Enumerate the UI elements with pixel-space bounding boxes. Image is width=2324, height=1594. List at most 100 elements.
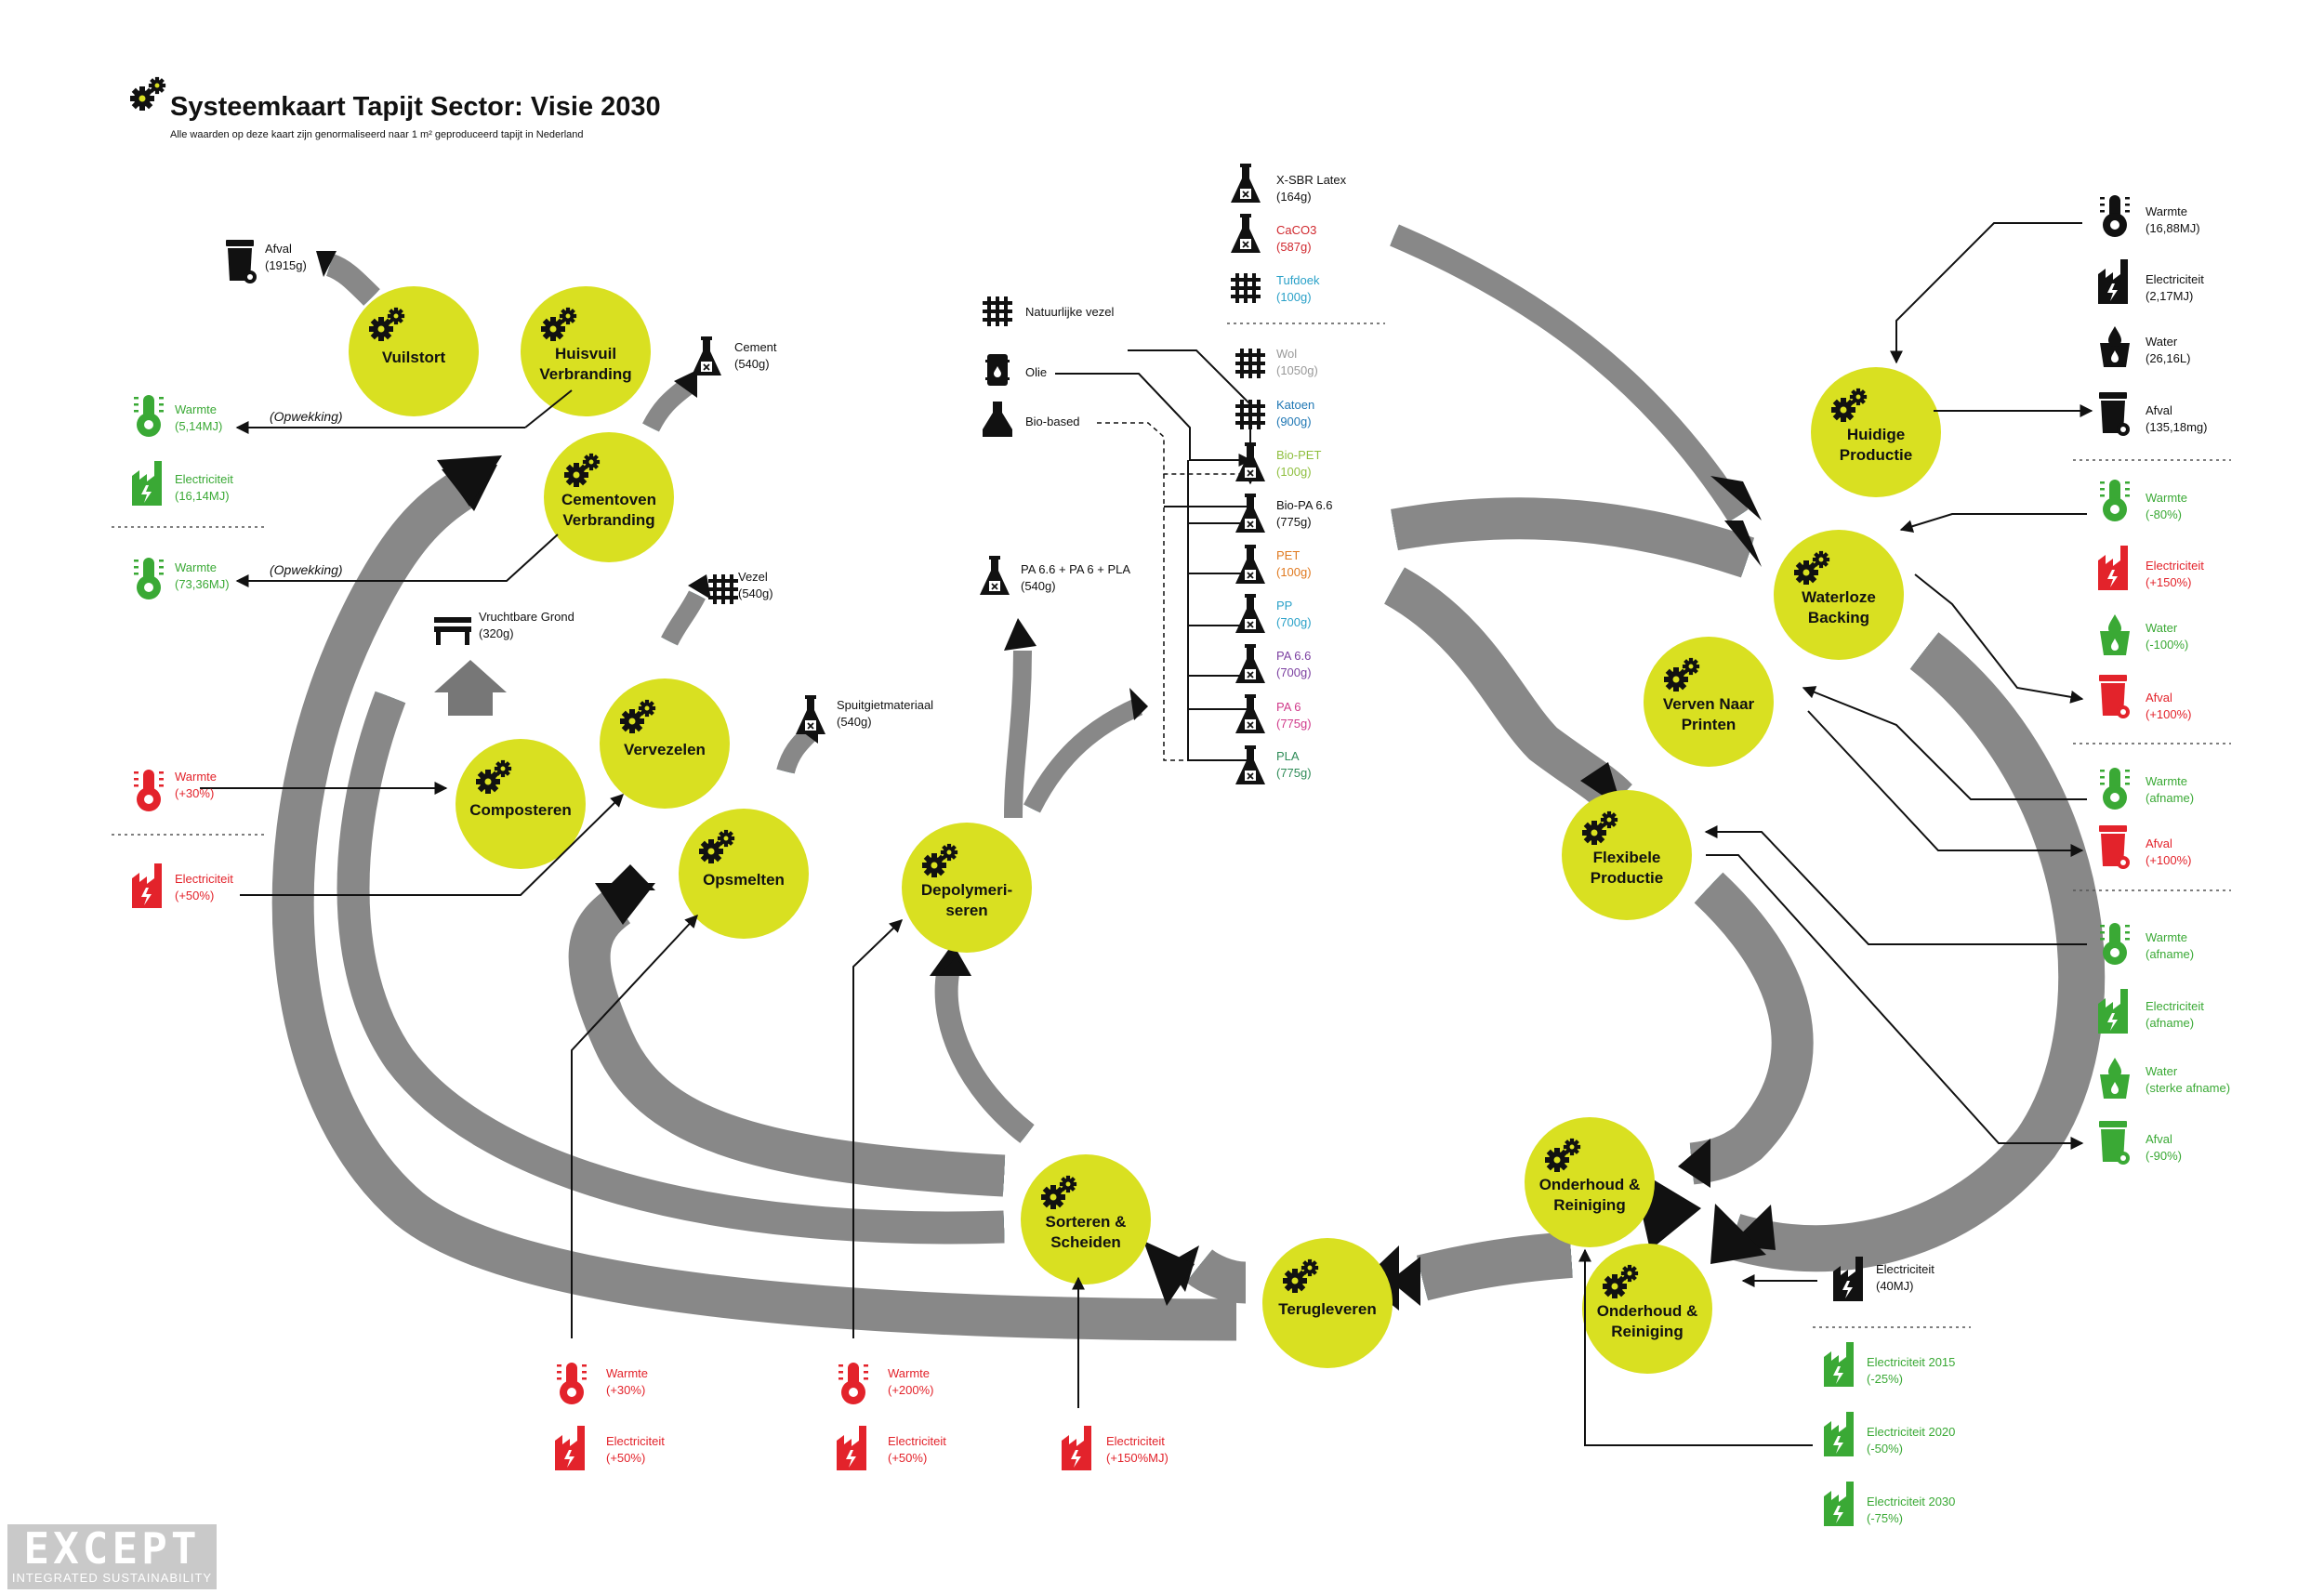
fiber-grid-icon xyxy=(983,296,1012,326)
process-label: Productie xyxy=(1591,869,1663,887)
process-label: Printen xyxy=(1682,716,1736,733)
fiber-grid-icon xyxy=(708,574,738,604)
item-label: Warmte xyxy=(888,1366,930,1380)
waste-bin-icon xyxy=(2099,392,2130,436)
fiber-grid-icon xyxy=(1231,273,1261,303)
item-warmte-comp: Warmte(+30%) xyxy=(134,770,217,811)
item-cement: Cement(540g) xyxy=(691,336,777,376)
process-node-opsmelten: Opsmelten xyxy=(679,809,809,939)
bench-icon xyxy=(434,617,471,645)
item-water-h: Water(26,16L) xyxy=(2100,326,2190,367)
item-warmte-ops: Warmte(+30%) xyxy=(557,1363,648,1404)
waste-bin-icon xyxy=(226,240,257,283)
item-warmte-f: Warmte (afname) xyxy=(2100,923,2194,965)
item-elec-sort: Electriciteit(+150%MJ) xyxy=(1062,1426,1169,1470)
thermometer-icon xyxy=(2100,480,2130,521)
process-label: Reiniging xyxy=(1553,1196,1625,1214)
item-katoen: Katoen (900g) xyxy=(1235,398,1314,429)
process-node-terugleveren: Terugleveren xyxy=(1262,1238,1393,1368)
except-logo: EXCEPT INTEGRATED SUSTAINABILITY xyxy=(7,1524,217,1589)
item-wol: Wol(1050g) xyxy=(1235,347,1318,378)
process-label: Cementoven xyxy=(561,491,656,508)
item-label: Warmte xyxy=(2146,930,2187,944)
item-label: Vezel xyxy=(738,570,768,584)
flow-band xyxy=(568,889,1006,1197)
item-label: Electriciteit xyxy=(2146,559,2204,573)
item-label: Katoen xyxy=(1276,398,1314,412)
flow-band xyxy=(642,378,694,432)
item-label: CaCO3 xyxy=(1276,223,1316,237)
item-label: Electriciteit xyxy=(1106,1434,1165,1448)
item-label: Electriciteit xyxy=(175,472,233,486)
item-label: Warmte xyxy=(2146,204,2187,218)
item-label: (-25%) xyxy=(1867,1372,1903,1386)
item-label: PLA xyxy=(1276,749,1300,763)
flask-icon xyxy=(1235,544,1266,585)
thermometer-icon xyxy=(134,395,164,437)
flow-arrowhead xyxy=(674,370,697,398)
thermometer-icon xyxy=(134,558,164,599)
item-label: (100g) xyxy=(1276,565,1312,579)
process-label: Onderhoud & xyxy=(1539,1176,1641,1193)
item-elec-o: Electriciteit(40MJ) xyxy=(1833,1257,1934,1301)
process-label: Sorteren & xyxy=(1046,1213,1127,1231)
item-label: Warmte xyxy=(175,402,217,416)
item-label: PA 6.6 + PA 6 + PLA xyxy=(1021,562,1130,576)
water-icon xyxy=(2100,1058,2130,1099)
process-node-sorteren: Sorteren &Scheiden xyxy=(1021,1154,1151,1284)
process-label: Verbranding xyxy=(539,365,631,383)
item-label: (afname) xyxy=(2146,947,2194,961)
item-label: Electriciteit xyxy=(2146,999,2204,1013)
flow-arrowhead xyxy=(1129,688,1148,720)
note-opwekking-2: (Opwekking) xyxy=(270,562,343,577)
item-label: Water xyxy=(2146,621,2178,635)
factory-icon xyxy=(1824,1412,1854,1456)
flow-arrowhead xyxy=(1724,520,1762,567)
separators xyxy=(112,323,2231,1328)
flow-band xyxy=(325,254,380,306)
process-label: Productie xyxy=(1840,446,1912,464)
item-label: Bio-PET xyxy=(1276,448,1321,462)
item-label: Electriciteit 2030 xyxy=(1867,1495,1955,1508)
process-label: Backing xyxy=(1808,609,1869,626)
item-afval-stort: Afval(1915g) xyxy=(226,240,307,283)
flow-band xyxy=(1689,872,1814,1185)
flow-band xyxy=(776,727,816,774)
process-node-vuilstort: Vuilstort xyxy=(349,286,479,416)
item-label: PP xyxy=(1276,599,1292,613)
item-label: PET xyxy=(1276,548,1300,562)
process-label: Vuilstort xyxy=(382,349,446,366)
item-label: Bio-PA 6.6 xyxy=(1276,498,1332,512)
item-elec-dep: Electriciteit(+50%) xyxy=(837,1426,946,1470)
compost-arrow xyxy=(434,660,507,716)
item-label: (775g) xyxy=(1276,717,1312,731)
flow-band xyxy=(1391,497,1755,578)
process-label: Flexibele xyxy=(1593,849,1661,866)
factory-icon xyxy=(837,1426,866,1470)
factory-icon xyxy=(555,1426,585,1470)
item-label: (540g) xyxy=(734,357,770,371)
thermometer-icon xyxy=(557,1363,587,1404)
item-label: (164g) xyxy=(1276,190,1312,204)
item-label: (900g) xyxy=(1276,415,1312,428)
item-label: (135,18mg) xyxy=(2146,420,2207,434)
process-label: Vervezelen xyxy=(624,741,706,758)
factory-icon xyxy=(1824,1342,1854,1387)
waste-bin-icon xyxy=(2099,1121,2130,1165)
item-label: Afval xyxy=(2146,691,2172,705)
item-label: (+200%) xyxy=(888,1383,934,1397)
flow-arrowhead xyxy=(1678,1139,1710,1188)
flow-arrowhead xyxy=(437,455,502,507)
item-label: Natuurlijke vezel xyxy=(1025,305,1114,319)
item-label: (540g) xyxy=(738,586,773,600)
item-tufdoek: Tufdoek(100g) xyxy=(1231,273,1320,304)
item-label: Electriciteit 2015 xyxy=(1867,1355,1955,1369)
factory-icon xyxy=(2098,546,2128,590)
flask-icon xyxy=(1230,213,1261,254)
flow-band xyxy=(934,968,1035,1143)
process-node-vervezelen: Vervezelen xyxy=(600,678,730,809)
